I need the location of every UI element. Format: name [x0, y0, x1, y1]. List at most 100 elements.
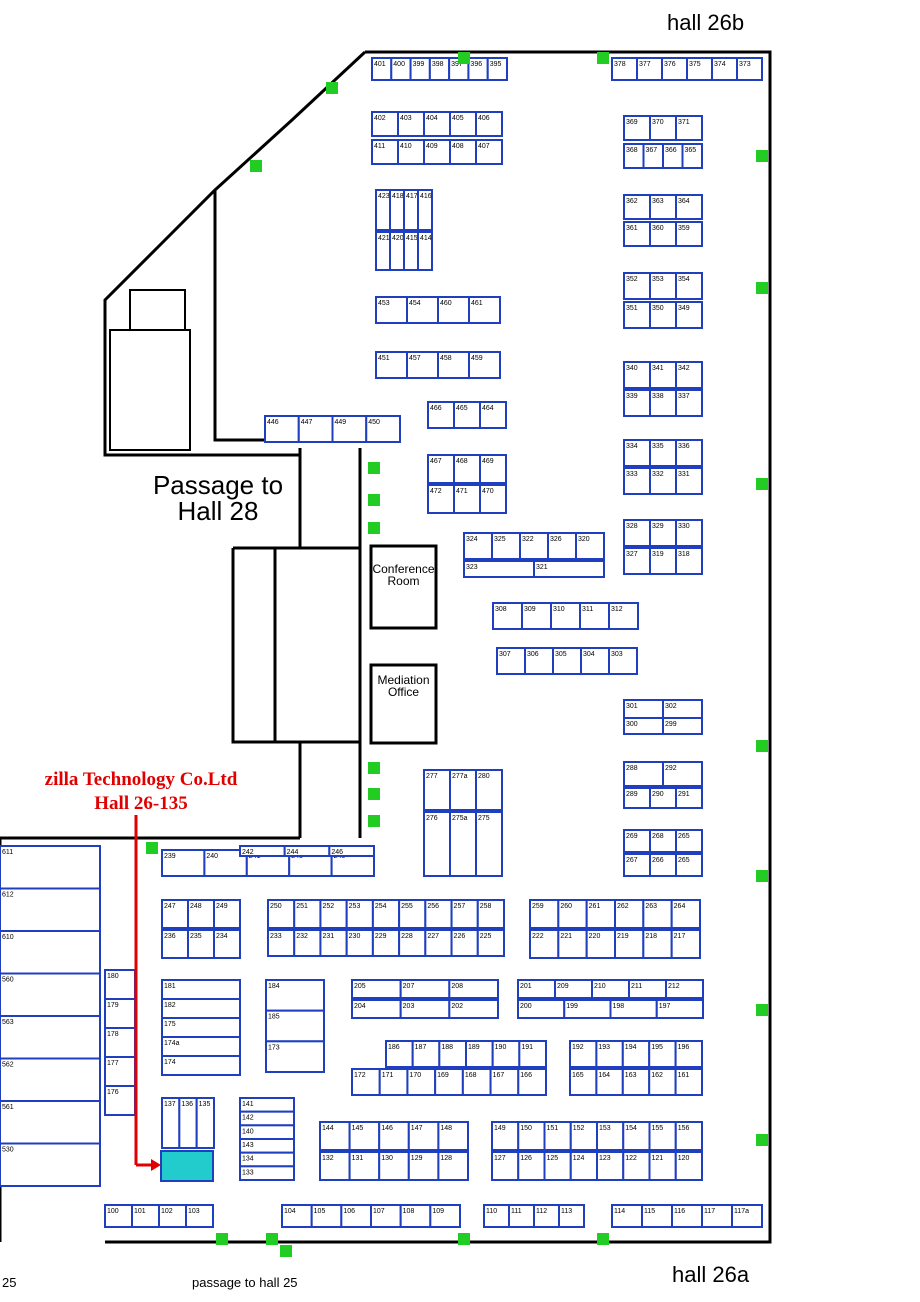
booth-146[interactable]	[378, 1121, 410, 1151]
booth-370[interactable]	[649, 115, 677, 141]
booth-109[interactable]	[429, 1204, 462, 1228]
booth-122[interactable]	[622, 1151, 651, 1181]
booth-329[interactable]	[649, 519, 677, 547]
booth-208[interactable]	[448, 979, 500, 999]
booth-265[interactable]	[675, 829, 703, 853]
booth-454[interactable]	[406, 296, 439, 324]
booth-292[interactable]	[662, 761, 703, 787]
booth-180[interactable]	[104, 969, 136, 1000]
booth-530[interactable]	[0, 1142, 101, 1187]
booth-464[interactable]	[479, 401, 507, 429]
booth-458[interactable]	[437, 351, 470, 379]
booth-291[interactable]	[675, 787, 703, 809]
booth-128[interactable]	[437, 1151, 469, 1181]
booth-351[interactable]	[623, 301, 651, 329]
booth-562[interactable]	[0, 1057, 101, 1102]
booth-167[interactable]	[489, 1068, 520, 1096]
booth-147[interactable]	[407, 1121, 440, 1151]
booth-179[interactable]	[104, 998, 136, 1029]
booth-325[interactable]	[491, 532, 521, 560]
booth-156[interactable]	[674, 1121, 703, 1151]
booth-151[interactable]	[543, 1121, 572, 1151]
booth-254[interactable]	[371, 899, 401, 929]
booth-192[interactable]	[569, 1040, 598, 1068]
booth-152[interactable]	[569, 1121, 598, 1151]
booth-178[interactable]	[104, 1027, 136, 1058]
booth-364[interactable]	[675, 194, 703, 220]
booth-332[interactable]	[649, 467, 677, 495]
booth-461[interactable]	[468, 296, 501, 324]
booth-612[interactable]	[0, 887, 101, 932]
booth-340[interactable]	[623, 361, 651, 389]
booth-123[interactable]	[596, 1151, 625, 1181]
booth-191[interactable]	[518, 1040, 547, 1068]
booth-414[interactable]	[417, 231, 433, 271]
booth-193[interactable]	[595, 1040, 624, 1068]
booth-120[interactable]	[674, 1151, 703, 1181]
booth-349[interactable]	[675, 301, 703, 329]
booth-264[interactable]	[670, 899, 702, 929]
booth-133[interactable]	[239, 1165, 295, 1182]
booth-277[interactable]	[423, 769, 451, 811]
booth-561[interactable]	[0, 1100, 101, 1145]
booth-155[interactable]	[648, 1121, 677, 1151]
booth-150[interactable]	[517, 1121, 546, 1151]
booth-164[interactable]	[595, 1068, 624, 1096]
booth-371[interactable]	[675, 115, 703, 141]
booth-202[interactable]	[448, 999, 500, 1019]
booth-468[interactable]	[453, 454, 481, 484]
booth-149[interactable]	[491, 1121, 520, 1151]
booth-185[interactable]	[265, 1009, 325, 1043]
booth-276[interactable]	[423, 811, 451, 877]
booth-319[interactable]	[649, 547, 677, 575]
booth-318[interactable]	[675, 547, 703, 575]
booth-361[interactable]	[623, 221, 651, 247]
booth-342[interactable]	[675, 361, 703, 389]
booth-226[interactable]	[450, 929, 479, 957]
booth-221[interactable]	[557, 929, 588, 959]
booth-196[interactable]	[674, 1040, 703, 1068]
booth-447[interactable]	[297, 415, 334, 443]
booth-450[interactable]	[365, 415, 401, 443]
booth-469[interactable]	[479, 454, 507, 484]
booth-165[interactable]	[569, 1068, 598, 1096]
booth-331[interactable]	[675, 467, 703, 495]
booth-362[interactable]	[623, 194, 651, 220]
booth-265[interactable]	[675, 853, 703, 877]
booth-222[interactable]	[529, 929, 560, 959]
booth-261[interactable]	[585, 899, 617, 929]
booth-337[interactable]	[675, 389, 703, 417]
booth-257[interactable]	[450, 899, 479, 929]
booth-275[interactable]	[475, 811, 503, 877]
booth-470[interactable]	[479, 484, 507, 514]
booth-219[interactable]	[614, 929, 645, 959]
booth-174[interactable]	[161, 1055, 241, 1076]
booth-275a[interactable]	[449, 811, 477, 877]
booth-255[interactable]	[398, 899, 427, 929]
booth-131[interactable]	[348, 1151, 381, 1181]
booth-197[interactable]	[655, 999, 704, 1019]
booth-217[interactable]	[670, 929, 702, 959]
booth-161[interactable]	[674, 1068, 703, 1096]
booth-262[interactable]	[614, 899, 645, 929]
booth-225[interactable]	[476, 929, 505, 957]
booth-249[interactable]	[213, 899, 241, 929]
booth-336[interactable]	[675, 439, 703, 467]
booth-234[interactable]	[213, 929, 241, 959]
booth-186[interactable]	[385, 1040, 414, 1068]
booth-460[interactable]	[437, 296, 470, 324]
booth-280[interactable]	[475, 769, 503, 811]
booth-212[interactable]	[665, 979, 704, 999]
booth-246[interactable]	[328, 845, 376, 857]
booth-471[interactable]	[453, 484, 481, 514]
booth-299[interactable]	[662, 717, 703, 735]
booth-148[interactable]	[437, 1121, 469, 1151]
booth-251[interactable]	[293, 899, 322, 929]
booth-184[interactable]	[265, 979, 325, 1012]
booth-352[interactable]	[623, 272, 651, 300]
booth-277a[interactable]	[449, 769, 477, 811]
booth-153[interactable]	[596, 1121, 625, 1151]
booth-354[interactable]	[675, 272, 703, 300]
booth-233[interactable]	[267, 929, 296, 957]
booth-125[interactable]	[543, 1151, 572, 1181]
